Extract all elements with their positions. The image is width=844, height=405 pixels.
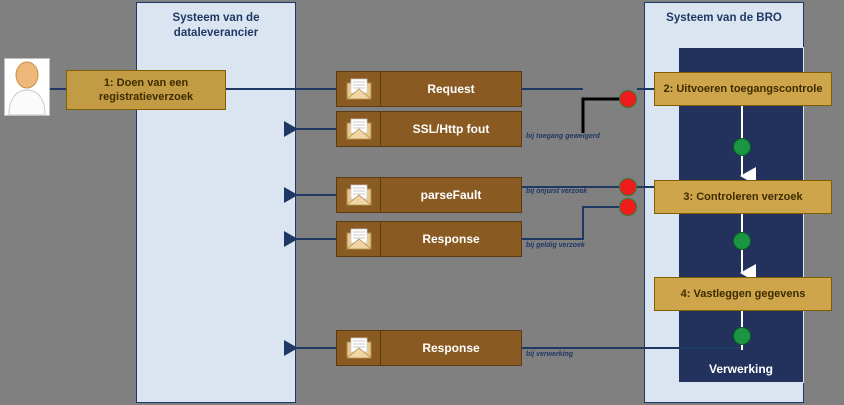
- flow-dot-na-controle[interactable]: [733, 232, 751, 250]
- task-uitvoeren-toegangscontrole[interactable]: 2: Uitvoeren toegangscontrole: [654, 72, 832, 106]
- envelope-icon: [337, 112, 381, 146]
- envelope-icon: [337, 72, 381, 106]
- task-doen-registratieverzoek[interactable]: 1: Doen van een registratieverzoek: [66, 70, 226, 110]
- message-parsefault-label: parseFault: [420, 188, 482, 202]
- annotation-geldig-verzoek: bij geldig verzoek: [526, 242, 585, 249]
- message-response-validatie[interactable]: Response: [336, 221, 522, 257]
- message-ssl-http-fout-label: SSL/Http fout: [412, 122, 490, 136]
- swimlane-bro-title: Systeem van de BRO: [666, 12, 782, 24]
- annotation-toegang-geweigerd: bij toegang geweigerd: [526, 133, 600, 140]
- task-vastleggen-gegevens[interactable]: 4: Vastleggen gegevens: [654, 277, 832, 311]
- flow-dot-na-vastleggen[interactable]: [733, 327, 751, 345]
- gateway-dot-geldig-verzoek[interactable]: [619, 198, 637, 216]
- swimlane-dataleverancier-title: Systeem van de dataleverancier: [172, 12, 260, 39]
- dataleverancier-actor: [4, 58, 50, 116]
- message-request-label: Request: [427, 82, 475, 96]
- gateway-dot-onjuist-verzoek[interactable]: [619, 178, 637, 196]
- message-response-verwerking-label: Response: [422, 341, 480, 355]
- verwerking-label: Verwerking: [708, 362, 774, 376]
- message-parsefault[interactable]: parseFault: [336, 177, 522, 213]
- gateway-dot-toegang-geweigerd[interactable]: [619, 90, 637, 108]
- envelope-icon: [337, 222, 381, 256]
- envelope-icon: [337, 178, 381, 212]
- annotation-onjuist-verzoek: bij onjuist verzoek: [526, 188, 588, 195]
- message-ssl-http-fout[interactable]: SSL/Http fout: [336, 111, 522, 147]
- message-request[interactable]: Request: [336, 71, 522, 107]
- swimlane-dataleverancier: Systeem van de dataleverancier: [136, 2, 296, 403]
- flow-dot-na-toegangscontrole[interactable]: [733, 138, 751, 156]
- person-icon: [8, 61, 46, 116]
- message-response-validatie-label: Response: [422, 232, 480, 246]
- annotation-verwerking: bij verwerking: [526, 351, 574, 358]
- task-controleren-verzoek[interactable]: 3: Controleren verzoek: [654, 180, 832, 214]
- envelope-icon: [337, 331, 381, 365]
- message-response-verwerking[interactable]: Response: [336, 330, 522, 366]
